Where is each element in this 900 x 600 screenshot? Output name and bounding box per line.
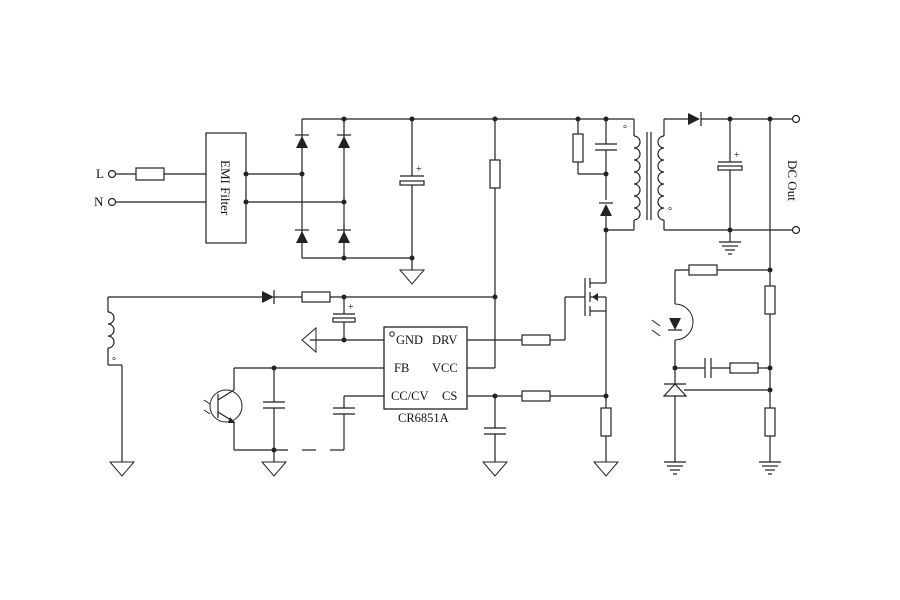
shunt-regulator [662,383,688,397]
pin-ccv: CC/CV [391,389,429,403]
opto-phototransistor [209,389,243,423]
controller-ic: GND DRV FB VCC CC/CV CS CR6851A [383,296,609,477]
output-cap-plus: + [734,150,740,161]
bulk-capacitor: + [398,116,426,285]
divider-resistor-lower [764,407,776,437]
emi-filter-label: EMI Filter [218,160,233,216]
secondary-output: + DC Out [664,112,801,255]
dc-out-positive-terminal [791,114,801,124]
pin-gnd: GND [396,333,423,347]
pin-cs: CS [442,389,457,403]
primary-dot: ° [623,124,627,135]
ground-cs-cap [481,461,509,477]
emi-filter-block: EMI Filter [205,132,344,244]
secondary-feedback [651,119,781,475]
aux-winding-supply: ° + [107,290,495,477]
ic-part-number: CR6851A [398,411,449,425]
dc-out-label: DC Out [785,160,800,201]
startup-resistor [489,116,501,340]
ground-ic [301,326,317,354]
neutral-input-label: N [94,194,104,209]
pin-drv: DRV [432,333,457,347]
divider-resistor-upper [764,285,776,315]
primary-side: ° ° [572,116,672,233]
aux-dot: ° [112,356,116,367]
ground-aux [108,461,136,477]
pin-vcc: VCC [432,361,458,375]
bridge-rectifier [295,116,610,261]
bulk-cap-plus: + [416,164,422,175]
ground-mosfet [592,461,620,477]
vcc-cap-plus: + [348,302,354,313]
ac-input: L N [94,166,206,209]
fuse-resistor [135,167,165,181]
ground-fb [260,461,288,477]
pin-fb: FB [394,361,409,375]
power-mosfet [584,230,620,477]
neutral-terminal [107,197,117,207]
line-input-label: L [96,166,104,181]
dc-out-negative-terminal [791,225,801,235]
feedback-network [203,365,384,477]
line-terminal [107,169,117,179]
ground-bulk [398,269,426,285]
secondary-dot: ° [668,206,672,217]
sense-resistor [600,407,612,437]
